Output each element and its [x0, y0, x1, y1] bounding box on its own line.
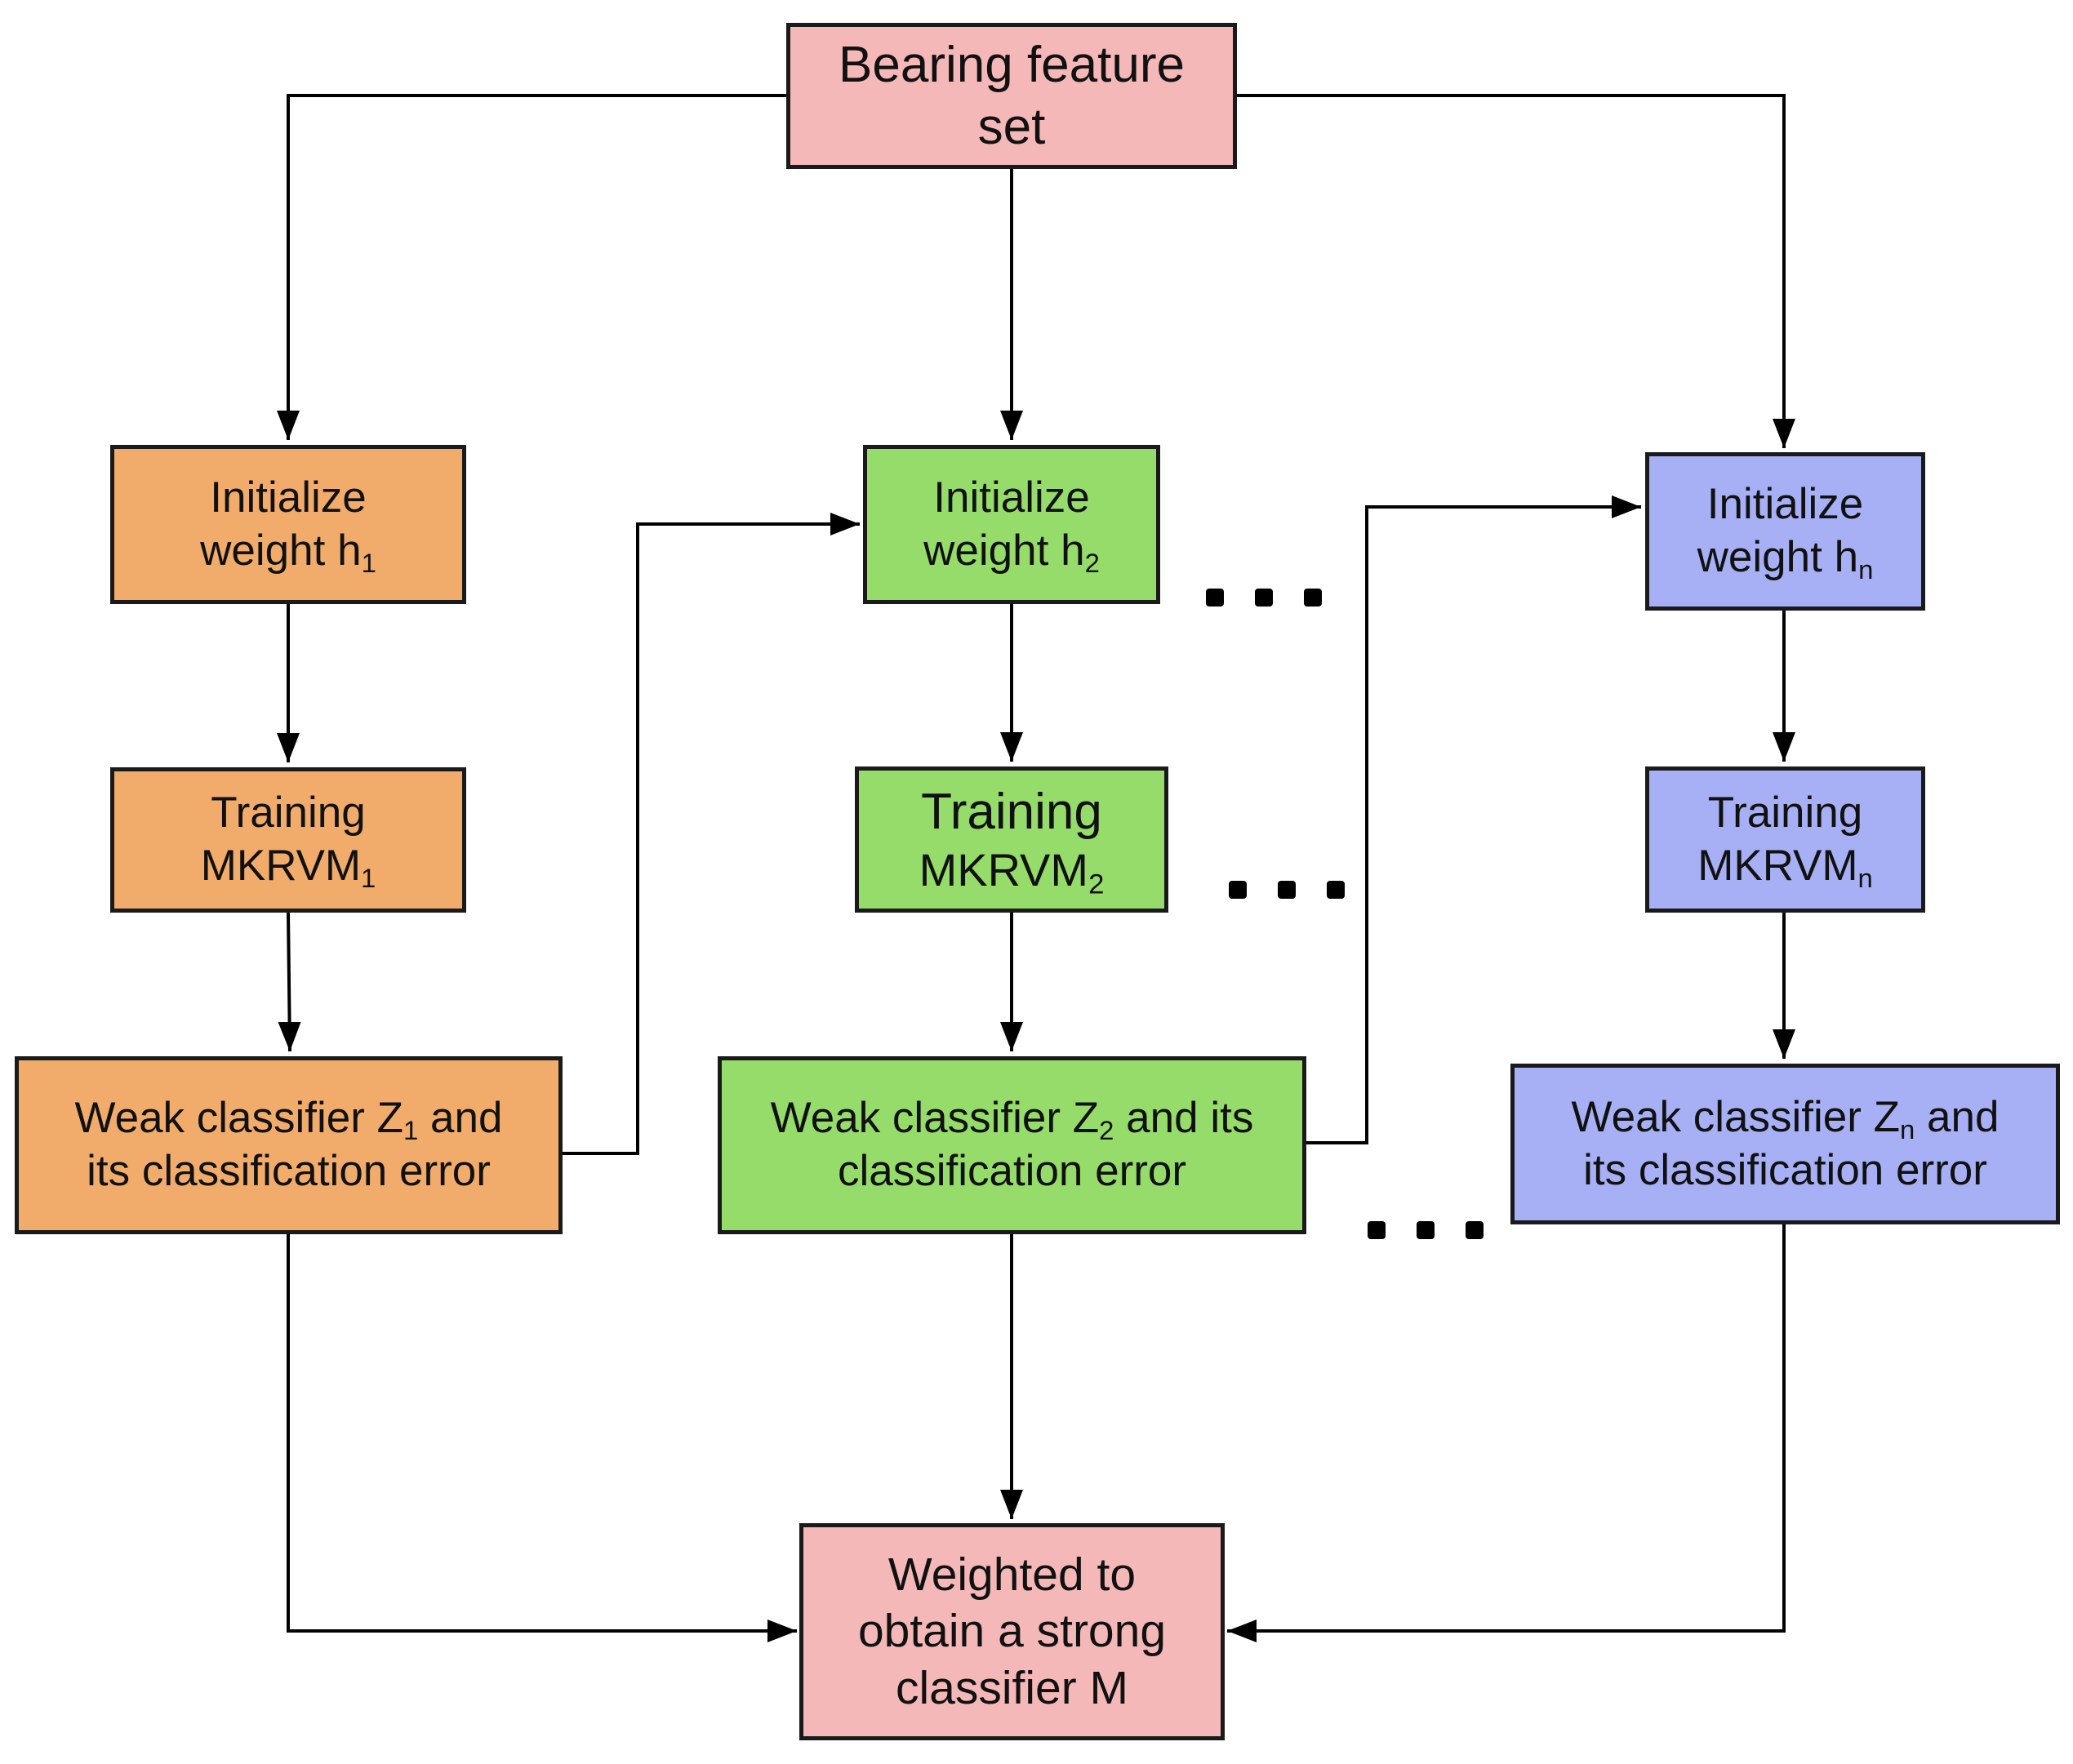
- strong-classifier-node: Weighted to obtain a strong classifier M: [799, 1523, 1225, 1740]
- source-line-1: Bearing feature: [839, 36, 1185, 93]
- weak-n-line-1: Weak classifier Zn and: [1572, 1091, 2000, 1144]
- ellipsis-dot: [1304, 589, 1322, 607]
- init-2-weight: weight h2: [923, 525, 1100, 578]
- weak-1-line-1: Weak classifier Z1 and: [75, 1092, 503, 1145]
- train-n-model: MKRVMn: [1697, 840, 1873, 893]
- init-1-index: 1: [361, 547, 376, 578]
- ellipsis-dots-row-1: [1206, 589, 1322, 607]
- train-2-index: 2: [1088, 869, 1105, 900]
- init-1-prefix: weight h: [200, 526, 362, 575]
- initialize-weight-2-node: Initialize weight h2: [863, 445, 1160, 604]
- train-1-label: Training: [211, 789, 366, 838]
- arrow-weak-1-to-output: [287, 1234, 797, 1642]
- arrow-train-1-to-weak-1: [278, 912, 301, 1052]
- weak-n-suffix: and: [1915, 1092, 2000, 1141]
- weak-1-prefix: Weak classifier Z: [74, 1094, 404, 1143]
- source-line-2: set: [977, 98, 1046, 155]
- ellipsis-dot: [1278, 881, 1296, 899]
- bearing-feature-set-node: Bearing feature set: [786, 23, 1237, 169]
- init-n-index: n: [1858, 554, 1874, 585]
- ellipsis-dot: [1466, 1221, 1484, 1239]
- output-line-3: classifier M: [895, 1661, 1129, 1714]
- weak-1-suffix: and: [418, 1094, 503, 1143]
- weak-2-suffix: and its: [1114, 1094, 1254, 1143]
- arrow-source-to-init-1: [277, 94, 786, 440]
- ellipsis-dot: [1368, 1221, 1386, 1239]
- train-1-index: 1: [361, 863, 376, 894]
- weak-classifier-1-node: Weak classifier Z1 and its classificatio…: [15, 1056, 563, 1234]
- ellipsis-dot: [1229, 881, 1247, 899]
- train-1-model: MKRVM1: [201, 840, 376, 893]
- train-n-prefix: MKRVM: [1697, 841, 1858, 890]
- train-1-prefix: MKRVM: [200, 842, 362, 890]
- init-2-index: 2: [1084, 547, 1100, 578]
- weak-2-index: 2: [1099, 1115, 1114, 1146]
- weak-classifier-2-node: Weak classifier Z2 and its classificatio…: [718, 1056, 1306, 1234]
- init-1-weight: weight h1: [200, 525, 376, 578]
- init-n-label: Initialize: [1706, 480, 1864, 529]
- weak-n-index: n: [1900, 1114, 1915, 1145]
- train-2-prefix: MKRVM: [919, 844, 1089, 896]
- output-line-1: Weighted to: [887, 1548, 1137, 1601]
- training-mkrvm-2-node: Training MKRVM2: [855, 766, 1168, 913]
- output-line-2: obtain a strong: [857, 1605, 1167, 1658]
- ellipsis-dot: [1206, 589, 1224, 607]
- weak-classifier-n-node: Weak classifier Zn and its classificatio…: [1510, 1064, 2060, 1224]
- weak-1-line-2: its classification error: [87, 1147, 491, 1195]
- arrow-source-to-init-n: [1237, 94, 1795, 448]
- weak-n-line-2: its classification error: [1583, 1145, 1987, 1194]
- ellipsis-dot: [1327, 881, 1345, 899]
- arrow-weak-1-to-init-2: [563, 513, 860, 1155]
- train-2-model: MKRVM2: [919, 842, 1105, 900]
- initialize-weight-1-node: Initialize weight h1: [110, 445, 466, 604]
- init-n-prefix: weight h: [1697, 533, 1859, 581]
- train-n-index: n: [1857, 862, 1873, 893]
- init-n-weight: weight hn: [1697, 531, 1874, 584]
- ellipsis-dots-row-3: [1368, 1221, 1484, 1239]
- ellipsis-dot: [1417, 1221, 1435, 1239]
- ellipsis-dots-row-2: [1229, 881, 1345, 899]
- ellipsis-dot: [1255, 589, 1273, 607]
- weak-2-prefix: Weak classifier Z: [770, 1094, 1100, 1143]
- init-2-prefix: weight h: [923, 526, 1085, 575]
- arrow-weak-2-to-init-n: [1306, 495, 1641, 1144]
- weak-1-index: 1: [403, 1115, 419, 1146]
- weak-n-prefix: Weak classifier Z: [1571, 1092, 1901, 1141]
- init-1-label: Initialize: [210, 473, 367, 522]
- training-mkrvm-n-node: Training MKRVMn: [1645, 766, 1925, 913]
- train-2-label: Training: [921, 783, 1102, 840]
- training-mkrvm-1-node: Training MKRVM1: [110, 767, 466, 913]
- init-2-label: Initialize: [933, 473, 1090, 522]
- arrow-weak-n-to-output: [1227, 1224, 1786, 1642]
- initialize-weight-n-node: Initialize weight hn: [1645, 452, 1925, 611]
- weak-2-line-1: Weak classifier Z2 and its: [771, 1092, 1254, 1145]
- train-n-label: Training: [1707, 788, 1863, 837]
- weak-2-line-2: classification error: [837, 1147, 1187, 1195]
